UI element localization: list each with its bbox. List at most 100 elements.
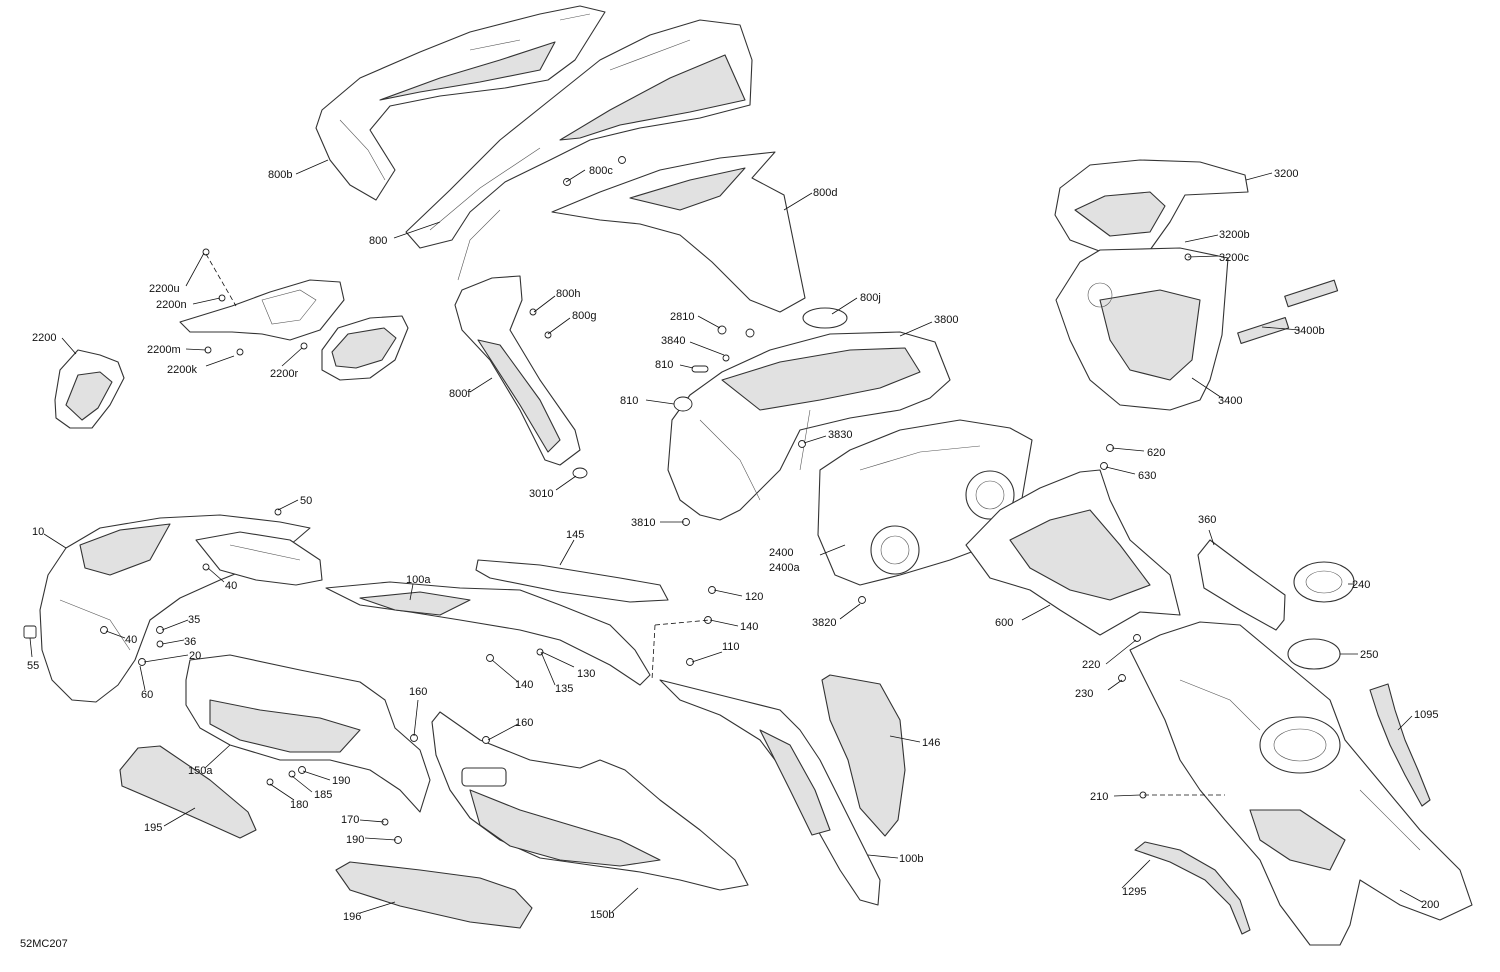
callout-3820: 3820 [812,617,836,629]
callout-3810: 3810 [631,517,655,529]
callout-185: 185 [314,789,332,801]
fasteners [23,156,1192,844]
callout-140: 140 [740,621,758,633]
callout-110: 110 [722,641,740,653]
part-2200-mirror-right [321,315,409,381]
callout-630: 630 [1138,470,1156,482]
callout-labels: 800b 800c 800d 800 800h 800g 800j 800f 3… [20,165,1439,950]
part-800-cowl [405,19,753,281]
part-10-nose [39,514,323,703]
callout-2200r: 2200r [270,368,298,380]
callout-130: 130 [577,668,595,680]
part-200-tank [1129,621,1473,946]
callout-3800: 3800 [934,314,958,326]
part-1295-strip [1134,841,1251,935]
callout-2200u: 2200u [149,283,180,295]
callout-120: 120 [745,591,763,603]
callout-3200: 3200 [1274,168,1298,180]
part-3200-lid [1054,159,1249,256]
callout-146: 146 [922,737,940,749]
callout-2810: 2810 [670,311,694,323]
callout-180: 180 [290,799,308,811]
callout-810: 810 [655,359,673,371]
callout-3840: 3840 [661,335,685,347]
callout-230: 230 [1075,688,1093,700]
callout-240: 240 [1352,579,1370,591]
callout-36: 36 [184,636,196,648]
leader-lines [29,159,1423,914]
callout-140-lower: 140 [515,679,533,691]
callout-150a: 150a [188,765,213,777]
part-1095-strip [1369,683,1431,807]
callout-250: 250 [1360,649,1378,661]
part-196-pad [335,861,533,929]
part-145-strip [475,559,669,603]
callout-800g: 800g [572,310,596,322]
callout-2200n: 2200n [156,299,187,311]
part-360-bracket [1197,539,1286,631]
callout-150b: 150b [590,909,614,921]
part-800d-side-panel [551,151,806,313]
callout-2200: 2200 [32,332,56,344]
callout-800: 800 [369,235,387,247]
part-195-pad [119,745,257,839]
callout-620: 620 [1147,447,1165,459]
part-600-cover [965,469,1181,636]
part-150b-panel [431,711,749,891]
callout-800j: 800j [860,292,881,304]
part-250-gasket [1287,638,1341,670]
callout-3400: 3400 [1218,395,1242,407]
callout-200: 200 [1421,899,1439,911]
part-3800-bracket [667,331,951,521]
part-100b-rail [659,679,881,906]
callout-800h: 800h [556,288,580,300]
callout-3010: 3010 [529,488,553,500]
callout-3830: 3830 [828,429,852,441]
callout-800b: 800b [268,169,292,181]
callout-210: 210 [1090,791,1108,803]
part-3400b-pad-lower [1237,316,1290,344]
callout-50: 50 [300,495,312,507]
callout-2200m: 2200m [147,344,181,356]
callout-160-right: 160 [515,717,533,729]
callout-190: 190 [332,775,350,787]
callout-170: 170 [341,814,359,826]
callout-2200k: 2200k [167,364,197,376]
callout-2400a: 2400a [769,562,800,574]
part-2200-mirror-bracket [179,279,345,341]
diagram-code: 52MC207 [20,938,68,950]
callout-60: 60 [141,689,153,701]
callout-2400: 2400 [769,547,793,559]
callout-3400b: 3400b [1294,325,1325,337]
callout-40: 40 [225,580,237,592]
callout-100a: 100a [406,574,431,586]
part-146-cover [821,674,906,837]
callout-160: 160 [409,686,427,698]
callout-3200b: 3200b [1219,229,1250,241]
callout-196: 196 [343,911,361,923]
callout-135: 135 [555,683,573,695]
callout-35: 35 [188,614,200,626]
part-150a-panel [185,654,431,813]
callout-800d: 800d [813,187,837,199]
callout-810-grommet: 810 [620,395,638,407]
part-800b-fairing [315,5,606,201]
callout-195: 195 [144,822,162,834]
part-3400b-pad-upper [1284,279,1339,308]
part-240-ring [1293,561,1355,603]
callout-1095: 1095 [1414,709,1438,721]
callout-1295: 1295 [1122,886,1146,898]
callout-145: 145 [566,529,584,541]
part-3400-bin [1055,247,1229,411]
callout-55: 55 [27,660,39,672]
callout-600: 600 [995,617,1013,629]
part-2200-mirror-left [54,349,125,429]
callout-10: 10 [32,526,44,538]
part-100a-rail [325,581,651,686]
callout-40-lower: 40 [125,634,137,646]
part-800f-trim [454,275,581,466]
callout-3200c: 3200c [1219,252,1249,264]
callout-190-lower: 190 [346,834,364,846]
callout-360: 360 [1198,514,1216,526]
